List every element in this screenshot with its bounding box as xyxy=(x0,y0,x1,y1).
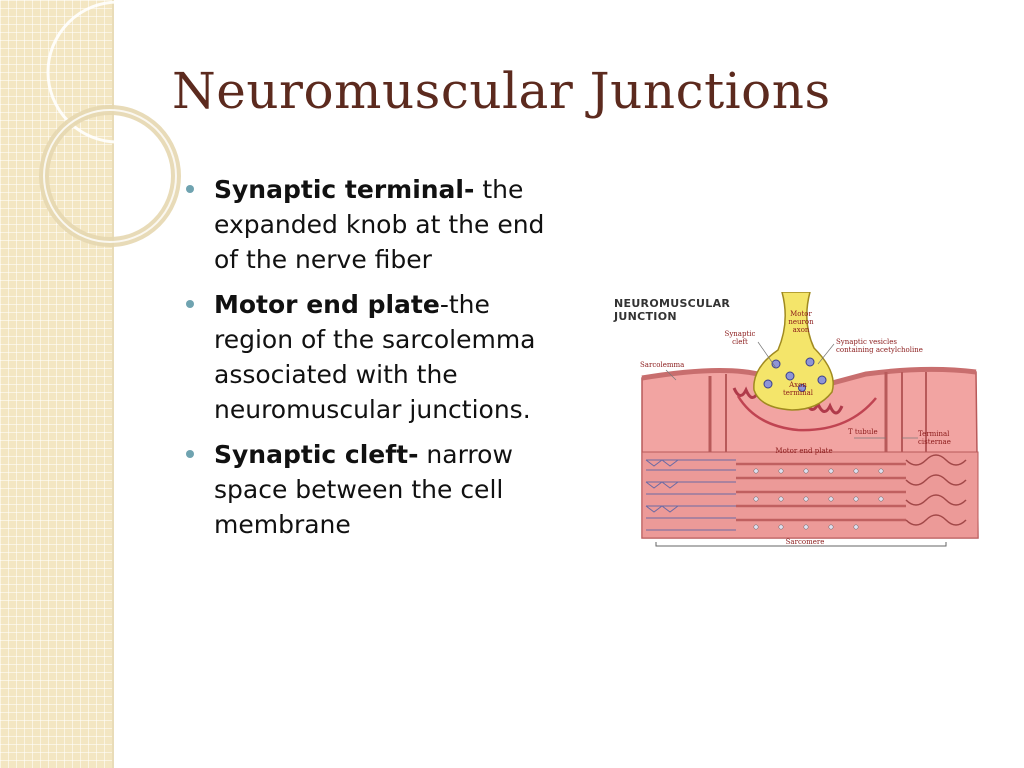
label-line: Terminal xyxy=(918,430,950,438)
label-line: axon xyxy=(792,326,810,334)
neuromuscular-junction-diagram xyxy=(606,292,1016,550)
bullet-dot xyxy=(186,185,194,193)
label-line: terminal xyxy=(782,389,814,397)
label-synaptic-cleft: Synaptic cleft xyxy=(720,330,760,346)
label-terminal-cisternae: Terminal cisternae xyxy=(918,430,970,446)
label-line: Synaptic xyxy=(724,330,756,338)
label-line: Motor xyxy=(790,310,812,318)
slide-title: Neuromuscular Junctions xyxy=(172,62,831,120)
label-synaptic-vesicles: Synaptic vesicles containing acetylcholi… xyxy=(836,338,946,354)
label-line: cisternae xyxy=(918,438,951,446)
label-line: containing acetylcholine xyxy=(836,346,923,354)
bullet-dot xyxy=(186,450,194,458)
list-item: Motor end plate-the region of the sarcol… xyxy=(186,287,568,427)
bullet-text: narrow space between the cell membrane xyxy=(214,440,513,539)
side-pattern-band xyxy=(0,0,112,768)
label-t-tubule: T tubule xyxy=(848,428,878,436)
side-band-edge xyxy=(112,0,114,768)
label-line: Axon xyxy=(789,381,807,389)
bullet-list: Synaptic terminal- the expanded knob at … xyxy=(186,172,568,552)
figure-caption-line: JUNCTION xyxy=(614,310,677,323)
label-motor-end-plate: Motor end plate xyxy=(775,447,833,455)
figure-caption-line: NEUROMUSCULAR xyxy=(614,297,731,310)
decorative-circles xyxy=(39,0,190,247)
bullet-term: Synaptic terminal- xyxy=(214,175,475,204)
label-motor-neuron-axon: Motor neuron axon xyxy=(779,310,823,334)
label-axon-terminal: Axon terminal xyxy=(778,381,818,397)
label-sarcomere: Sarcomere xyxy=(785,538,825,546)
figure-caption: NEUROMUSCULAR JUNCTION xyxy=(614,297,730,323)
label-line: cleft xyxy=(732,338,748,346)
label-line: neuron xyxy=(788,318,814,326)
list-item: Synaptic terminal- the expanded knob at … xyxy=(186,172,568,277)
bullet-text: the expanded knob at the end of the nerv… xyxy=(214,175,545,274)
bullet-term: Motor end plate xyxy=(214,290,440,319)
label-line: Synaptic vesicles xyxy=(836,338,897,346)
bullet-term: Synaptic cleft- xyxy=(214,440,419,469)
list-item: Synaptic cleft- narrow space between the… xyxy=(186,437,568,542)
label-sarcolemma: Sarcolemma xyxy=(640,361,685,369)
bullet-text: -the region of the sarcolemma associated… xyxy=(214,290,536,424)
bullet-dot xyxy=(186,300,194,308)
